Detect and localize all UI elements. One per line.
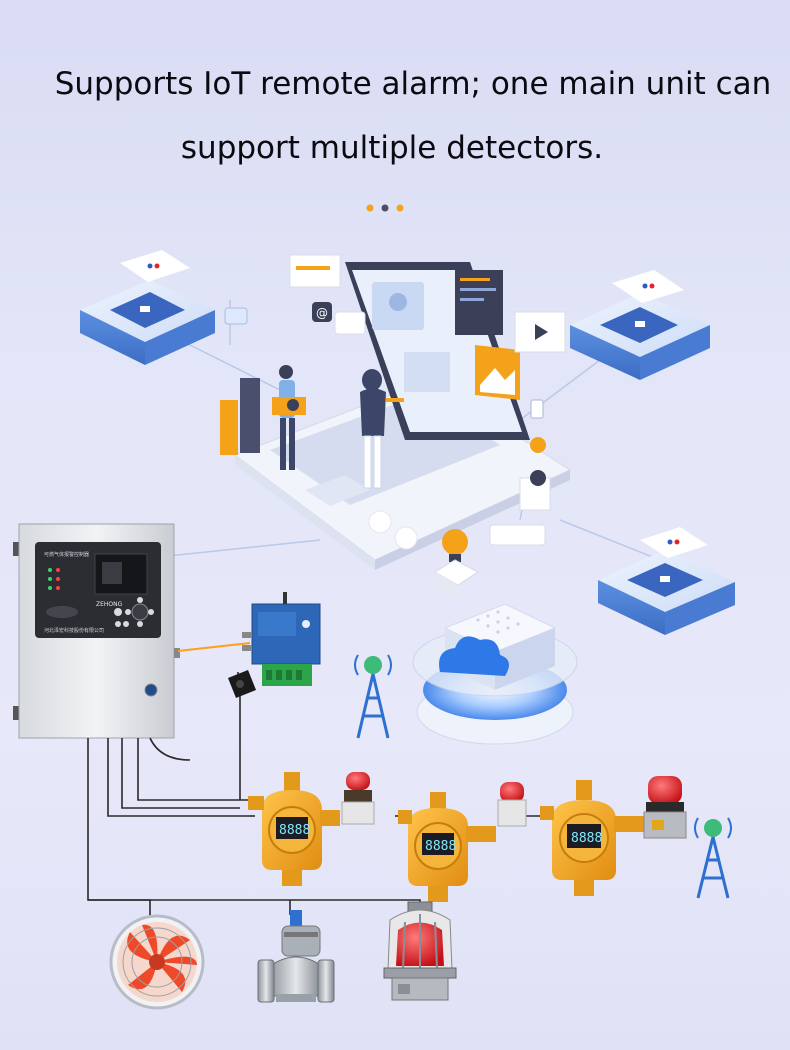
gas-detector-1: 8888 (248, 772, 375, 886)
headline: Supports IoT remote alarm; one main unit… (0, 52, 790, 180)
tower-antenna-icon (694, 817, 732, 899)
controller-label-top: 可燃气体报警控制器 (44, 551, 89, 558)
server-box-left (80, 250, 248, 365)
cloud-server-icon (412, 603, 578, 745)
fan-icon (109, 914, 205, 1010)
svg-text:@: @ (316, 306, 328, 320)
dot (396, 204, 404, 212)
iot-gateway-icon (242, 592, 321, 686)
gas-detector-2: 8888 (398, 782, 527, 902)
explosion-proof-light-icon (383, 901, 457, 1001)
dot-active (381, 204, 389, 212)
server-box-right-top (570, 270, 710, 380)
server-box-right-bottom (598, 527, 735, 635)
dot (366, 204, 374, 212)
power-plug-icon (228, 670, 256, 698)
controller-label-bottom: 河北泽宏科技股份有限公司 (44, 627, 104, 634)
gas-detector-3: 8888 (540, 776, 687, 896)
headline-line-1: Supports IoT remote alarm; one main unit… (54, 66, 772, 102)
alarm-controller-cabinet: 可燃气体报警控制器 ZEHONG 河北泽宏科技股份有限公司 (13, 523, 180, 739)
lightbulb-icon (434, 529, 479, 600)
solenoid-valve-icon (257, 910, 335, 1003)
detector-display: 8888 (425, 839, 456, 854)
tower-antenna-icon (354, 654, 392, 739)
headline-line-2: support multiple detectors. (180, 130, 604, 166)
detector-display: 8888 (571, 831, 602, 846)
people-illustration (272, 365, 404, 489)
detector-display: 8888 (279, 823, 310, 838)
laptop-illustration: @ (220, 254, 572, 570)
carousel-dots (366, 204, 404, 212)
controller-brand: ZEHONG (96, 601, 123, 608)
